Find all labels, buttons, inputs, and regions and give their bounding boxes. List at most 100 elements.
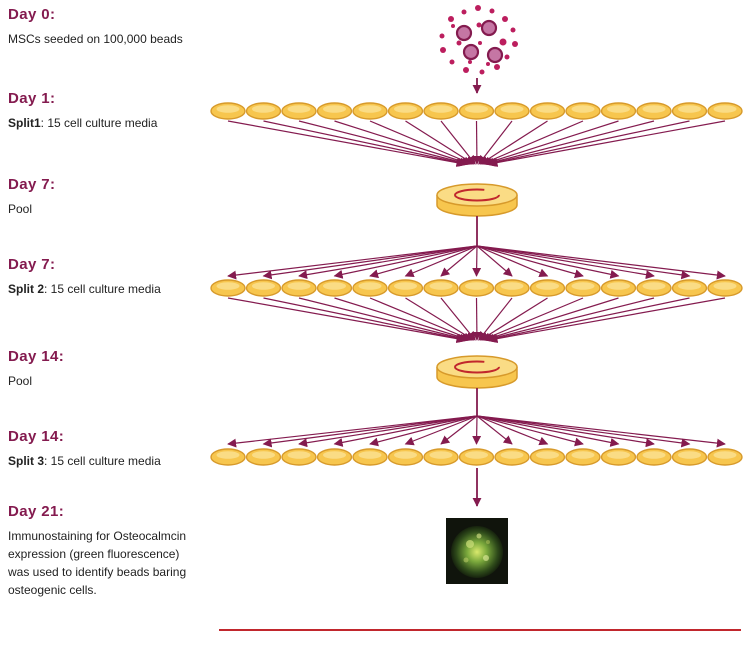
dish-row-day1-split1 bbox=[210, 102, 743, 120]
fan-arrow bbox=[298, 415, 478, 448]
fan-arrow bbox=[476, 245, 549, 277]
fan-arrow bbox=[263, 120, 468, 167]
culture-dish-highlight bbox=[713, 282, 737, 290]
fan-arrow bbox=[333, 245, 478, 279]
fan-arrow bbox=[334, 297, 471, 342]
fan-arrow bbox=[440, 415, 478, 445]
fan-arrow bbox=[476, 245, 655, 280]
culture-dish-highlight bbox=[536, 282, 559, 290]
fluorescent-bead-image bbox=[446, 518, 508, 584]
fan-arrow bbox=[298, 245, 478, 280]
fan-arrow bbox=[227, 120, 466, 167]
culture-dish-highlight bbox=[571, 105, 595, 113]
fan-arrow bbox=[478, 297, 513, 341]
fan-arrow bbox=[483, 120, 619, 166]
culture-dish-highlight bbox=[536, 105, 559, 113]
diverge-arrows-pool-to-split3 bbox=[227, 415, 726, 448]
bead-cluster bbox=[439, 5, 518, 75]
culture-dish-highlight bbox=[678, 282, 701, 290]
fan-arrow bbox=[472, 245, 482, 277]
fan-arrow bbox=[404, 245, 478, 278]
fan-arrow bbox=[476, 415, 513, 445]
fan-arrow bbox=[479, 120, 548, 165]
culture-dish-highlight bbox=[429, 282, 453, 290]
fan-arrow bbox=[298, 120, 469, 167]
culture-dish-highlight bbox=[536, 451, 559, 459]
fan-arrow bbox=[476, 245, 584, 279]
culture-dish-highlight bbox=[216, 282, 240, 290]
fan-arrow bbox=[476, 245, 691, 280]
fan-arrow bbox=[263, 297, 468, 343]
culture-dish-highlight bbox=[500, 282, 524, 290]
culture-dish-highlight bbox=[394, 451, 417, 459]
culture-dish-highlight bbox=[323, 105, 346, 113]
dish-row-day7-split2 bbox=[210, 279, 743, 297]
culture-dish-highlight bbox=[287, 451, 311, 459]
culture-dish-highlight bbox=[713, 451, 737, 459]
fan-arrow bbox=[481, 297, 584, 342]
culture-dish-highlight bbox=[287, 105, 311, 113]
fan-arrow bbox=[334, 120, 471, 166]
culture-dish-highlight bbox=[571, 282, 595, 290]
culture-dish-highlight bbox=[642, 282, 666, 290]
culture-dish-highlight bbox=[465, 105, 488, 113]
culture-dish-highlight bbox=[358, 282, 382, 290]
dish-row-day14-split3 bbox=[210, 448, 743, 466]
fan-arrow bbox=[440, 120, 476, 165]
culture-dish-highlight bbox=[323, 451, 346, 459]
diverge-arrows-pool-to-split2 bbox=[227, 245, 726, 280]
culture-dish-highlight bbox=[642, 105, 666, 113]
culture-dish-highlight bbox=[394, 282, 417, 290]
culture-dish-highlight bbox=[216, 451, 240, 459]
culture-dish-highlight bbox=[607, 451, 630, 459]
fan-arrow bbox=[484, 120, 655, 167]
fan-arrow bbox=[476, 415, 549, 446]
fan-arrow bbox=[405, 120, 475, 165]
fan-arrow bbox=[488, 297, 726, 344]
culture-dish-highlight bbox=[429, 451, 453, 459]
fan-arrow bbox=[488, 120, 726, 167]
culture-dish-highlight bbox=[713, 105, 737, 113]
fan-arrow bbox=[369, 120, 473, 165]
fan-arrow bbox=[476, 415, 726, 448]
culture-dish-highlight bbox=[678, 105, 701, 113]
culture-dish-highlight bbox=[287, 282, 311, 290]
fan-arrow bbox=[486, 297, 690, 343]
fan-arrow bbox=[486, 120, 690, 167]
fan-arrow bbox=[405, 297, 475, 341]
culture-dish-highlight bbox=[500, 105, 524, 113]
fan-arrow bbox=[472, 415, 482, 445]
culture-dish-highlight bbox=[429, 105, 453, 113]
fan-arrow bbox=[481, 120, 584, 165]
culture-dish-highlight bbox=[394, 105, 417, 113]
fan-arrow bbox=[227, 297, 466, 344]
culture-dish-highlight bbox=[642, 451, 666, 459]
fan-arrow bbox=[262, 415, 478, 448]
fan-arrow bbox=[476, 415, 691, 448]
culture-dish-highlight bbox=[465, 282, 488, 290]
culture-dish-highlight bbox=[252, 105, 275, 113]
fan-arrow bbox=[227, 245, 478, 280]
fan-arrow bbox=[440, 245, 478, 277]
fan-arrow bbox=[478, 120, 513, 165]
pool-dish-day7 bbox=[436, 183, 518, 217]
fan-arrow bbox=[484, 297, 655, 343]
dish-rows-and-arrow-fans bbox=[210, 102, 743, 466]
fan-arrow bbox=[476, 415, 584, 447]
culture-dish-highlight bbox=[323, 282, 346, 290]
culture-dish-highlight bbox=[571, 451, 595, 459]
fan-arrow bbox=[369, 415, 478, 447]
culture-dish-highlight bbox=[500, 451, 524, 459]
culture-dish-highlight bbox=[678, 451, 701, 459]
fan-arrow bbox=[298, 297, 469, 343]
fan-arrow bbox=[333, 415, 478, 447]
pool-dish-day14 bbox=[436, 355, 518, 389]
converge-arrows-split1-to-pool bbox=[227, 120, 726, 167]
culture-dish-highlight bbox=[216, 105, 240, 113]
culture-dish-highlight bbox=[465, 451, 488, 459]
fan-arrow bbox=[404, 415, 478, 446]
culture-dish-highlight bbox=[252, 282, 275, 290]
converge-arrows-split2-to-pool bbox=[227, 297, 726, 344]
